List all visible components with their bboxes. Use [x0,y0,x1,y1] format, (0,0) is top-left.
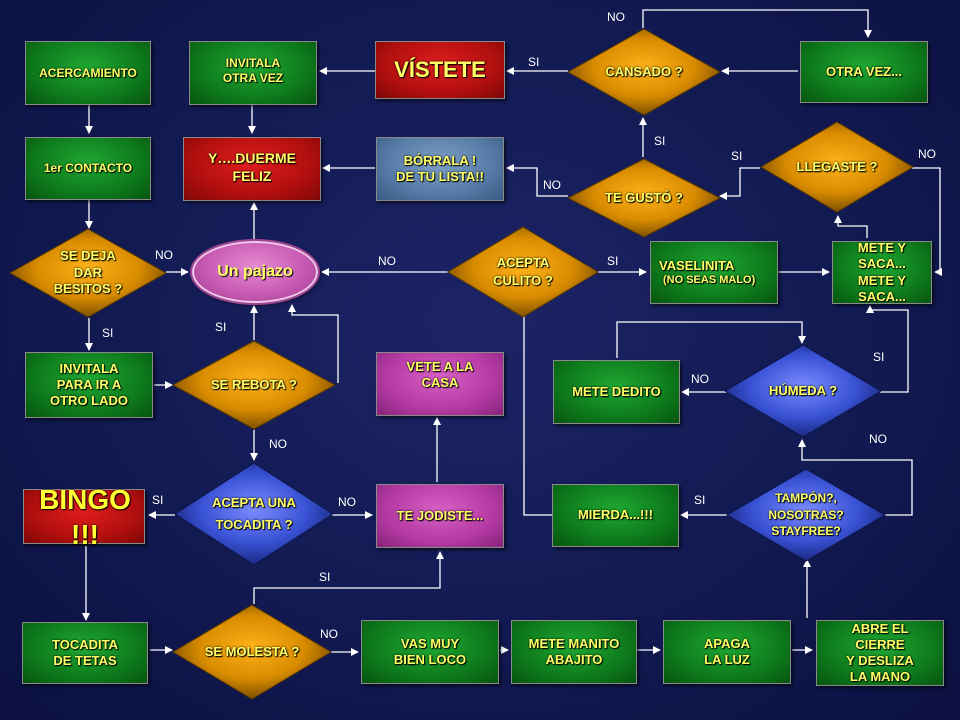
se-deja-besitos-label: SE DEJA DAR BESITOS ? [53,247,123,297]
se-rebota-label: SE REBOTA ? [211,376,297,392]
invitala-otro-lado-box: INVITALA PARA IR A OTRO LADO [25,352,153,418]
humeda-decision: HÚMEDA ? [724,344,882,438]
diamond-shape [447,226,599,318]
humeda-no-label: NO [691,372,709,386]
diamond-shape [567,158,721,238]
humeda-label: HÚMEDA ? [768,382,838,398]
acepta-culito-decision: ACEPTA CULITO ? [447,226,599,318]
te-gusto-no-label: NO [543,178,561,192]
cansado-decision: CANSADO ? [567,28,721,116]
vas-muy-bien-loco-box: VAS MUY BIEN LOCO [361,620,499,684]
acepta-culito-label: ACEPTA CULITO ? [493,254,553,288]
mete-manito-abajito-box: METE MANITO ABAJITO [511,620,637,684]
acepta-una-tocadita-decision: ACEPTA UNA TOCADITA ? [174,462,334,566]
te-jodiste-box: TE JODISTE... [376,484,504,548]
un-pajazo-oval: Un pajazo [192,241,318,303]
borrala-box: BÓRRALA ! DE TU LISTA!! [376,137,504,201]
diamond-shape [760,121,914,213]
diamond-shape [174,462,334,566]
tocadita-de-tetas-box: TOCADITA DE TETAS [22,622,148,684]
se-rebota-decision: SE REBOTA ? [172,340,336,430]
mete-y-saca-box: METE Y SACA... METE Y SACA... [832,240,932,304]
tampon-label: TAMPÓN?, NOSOTRAS? STAYFREE? [768,490,844,539]
te-gusto-decision: TE GUSTÓ ? [567,158,721,238]
culito-si-label: SI [607,254,619,268]
mierda-box: MIERDA...!!! [552,484,679,547]
te-gusto-si-label: SI [654,134,666,148]
culito-no-label: NO [378,254,396,268]
humeda-no2-label: NO [869,432,887,446]
vaselinita-sublabel: (NO SEAS MALO) [663,273,756,286]
bingo-box: BINGO !!! [23,484,145,550]
tocadita-si-label: SI [152,493,164,507]
tampon-decision: TAMPÓN?, NOSOTRAS? STAYFREE? [726,468,886,562]
apaga-la-luz-box: APAGA LA LUZ [663,620,791,684]
cansado-si-label: SI [528,55,540,69]
vete-a-la-casa-box: VETE A LA CASA [376,352,504,416]
molesta-si-label: SI [319,570,331,584]
duerme-feliz-box: Y….DUERME FELIZ [183,137,321,201]
molesta-no-label: NO [320,627,338,641]
llegaste-label: LLEGASTE ? [796,158,878,174]
besitos-si-label: SI [102,326,114,340]
llegaste-no-label: NO [918,147,936,161]
cansado-no-label: NO [607,10,625,24]
humeda-si-label: SI [873,350,885,364]
diamond-shape [567,28,721,116]
te-gusto-label: TE GUSTÓ ? [605,189,683,205]
acercamiento-box: ACERCAMIENTO [25,41,151,105]
primer-contacto-box: 1er CONTACTO [25,137,151,200]
diamond-shape [172,340,336,430]
mete-dedito-box: METE DEDITO [553,360,680,424]
acepta-una-tocadita-label: ACEPTA UNA TOCADITA ? [212,494,296,532]
diamond-shape [724,344,882,438]
diamond-shape [9,228,167,318]
diamond-shape [726,468,886,562]
se-deja-besitos-decision: SE DEJA DAR BESITOS ? [9,228,167,318]
vistete-box: VÍSTETE [375,41,505,99]
se-molesta-decision: SE MOLESTA ? [172,604,332,700]
invitala-otra-vez-box: INVITALA OTRA VEZ [189,41,317,105]
abre-el-cierre-box: ABRE EL CIERRE Y DESLIZA LA MANO [816,620,944,686]
tocadita-no-label: NO [338,495,356,509]
cansado-label: CANSADO ? [605,63,683,79]
rebota-no-label: NO [269,437,287,451]
vaselinita-box: VASELINITA (NO SEAS MALO) [650,241,778,304]
besitos-no-label: NO [155,248,173,262]
se-molesta-label: SE MOLESTA ? [204,643,300,659]
rebota-si-label: SI [215,320,227,334]
tampon-si-label: SI [694,493,706,507]
llegaste-decision: LLEGASTE ? [760,121,914,213]
vaselinita-label: VASELINITA [659,257,735,273]
diamond-shape [172,604,332,700]
otra-vez-box: OTRA VEZ... [800,41,928,103]
llegaste-si-label: SI [731,149,743,163]
